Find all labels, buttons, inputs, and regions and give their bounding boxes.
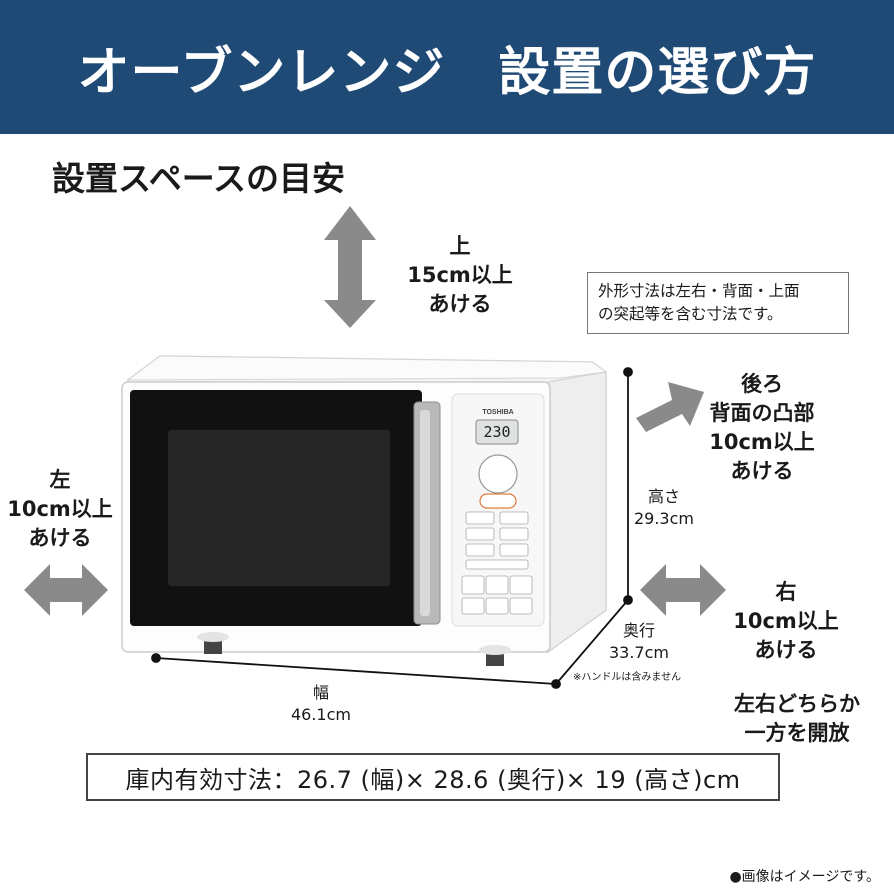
cancel-button: [479, 493, 517, 509]
section-subtitle: 設置スペースの目安: [52, 159, 346, 198]
display-readout: 230: [483, 423, 510, 441]
handle-note: ※ハンドルは含みません: [573, 672, 682, 683]
back-arrow-icon: [636, 382, 704, 432]
right-double-arrow-icon: [640, 564, 726, 616]
interior-dimensions-box: 庫内有効寸法：26.7 (幅)× 28.6 (奥行)× 19 (高さ)cm: [86, 753, 780, 801]
either-side-label: 左右どちらか一方を開放: [734, 692, 860, 745]
dimension-note: 外形寸法は左右・背面・上面の突起等を含む寸法です。: [587, 272, 849, 334]
dimension-lines: [151, 367, 633, 689]
header-banner: オーブンレンジ 設置の選び方: [0, 0, 894, 134]
page-title: オーブンレンジ 設置の選び方: [77, 42, 817, 103]
left-double-arrow-icon: [24, 564, 108, 616]
start-button: [478, 454, 518, 494]
image-footnote: ●画像はイメージです。: [729, 869, 880, 885]
microwave-body: TOSHIBA 230: [121, 355, 608, 666]
vertical-double-arrow-icon: [324, 206, 376, 328]
brand-label: TOSHIBA: [482, 409, 513, 416]
